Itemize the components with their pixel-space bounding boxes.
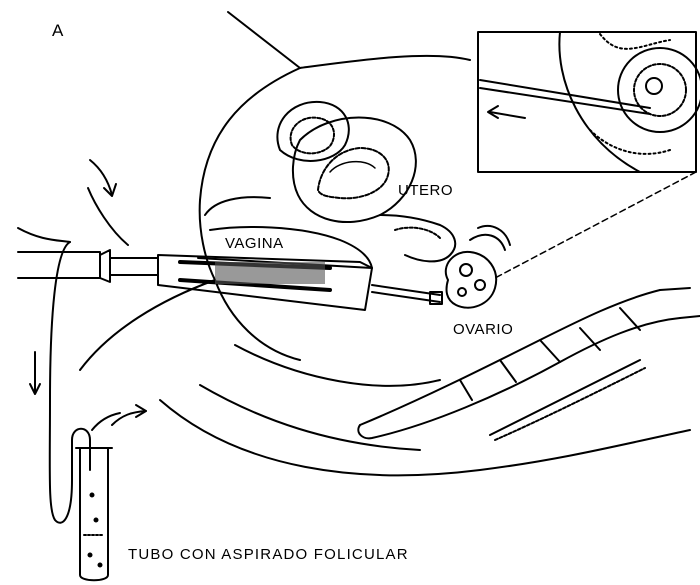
- bladder: [277, 102, 348, 161]
- label-ovario: OVARIO: [453, 322, 513, 337]
- transvaginal-probe: [18, 250, 372, 310]
- collection-tube: [76, 448, 112, 580]
- rectum: [358, 288, 700, 440]
- label-collection-tube: TUBO CON ASPIRADO FOLICULAR: [128, 547, 409, 562]
- label-vagina: VAGINA: [225, 236, 284, 251]
- panel-letter: A: [52, 22, 64, 39]
- lower-body-outline: [80, 280, 690, 475]
- label-utero: UTERO: [398, 183, 453, 198]
- aspiration-needle: [372, 285, 442, 304]
- ovary: [446, 226, 510, 308]
- magnified-follicle-inset: [478, 32, 700, 278]
- aspiration-tubing: [18, 160, 146, 523]
